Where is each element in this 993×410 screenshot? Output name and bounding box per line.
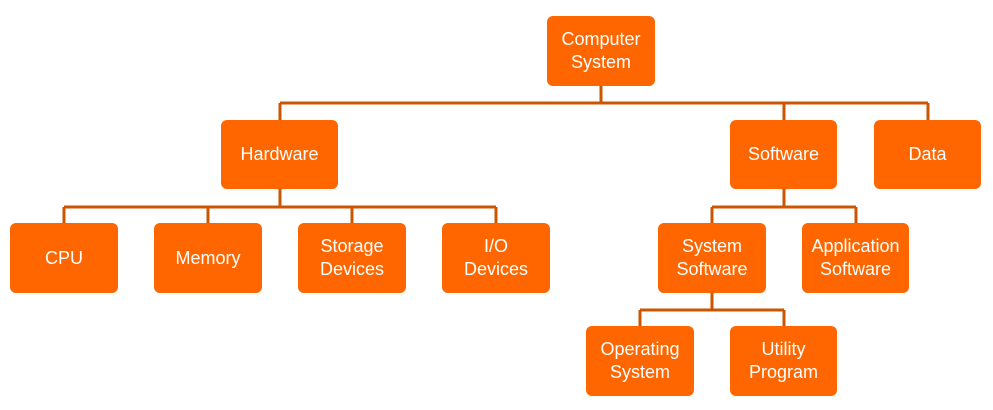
node-cpu: CPU <box>10 223 118 293</box>
node-system-software: System Software <box>658 223 766 293</box>
connector-root <box>278 86 930 120</box>
node-utility-program: Utility Program <box>730 326 837 396</box>
node-software: Software <box>730 120 837 189</box>
node-application-software: Application Software <box>802 223 909 293</box>
node-data: Data <box>874 120 981 189</box>
node-operating-system: Operating System <box>586 326 694 396</box>
connector-system-software <box>638 293 786 326</box>
connector-software <box>710 189 858 223</box>
node-computer-system: Computer System <box>547 16 655 86</box>
node-storage-devices: Storage Devices <box>298 223 406 293</box>
connector-hardware <box>62 189 498 223</box>
node-hardware: Hardware <box>221 120 338 189</box>
node-io-devices: I/O Devices <box>442 223 550 293</box>
node-memory: Memory <box>154 223 262 293</box>
